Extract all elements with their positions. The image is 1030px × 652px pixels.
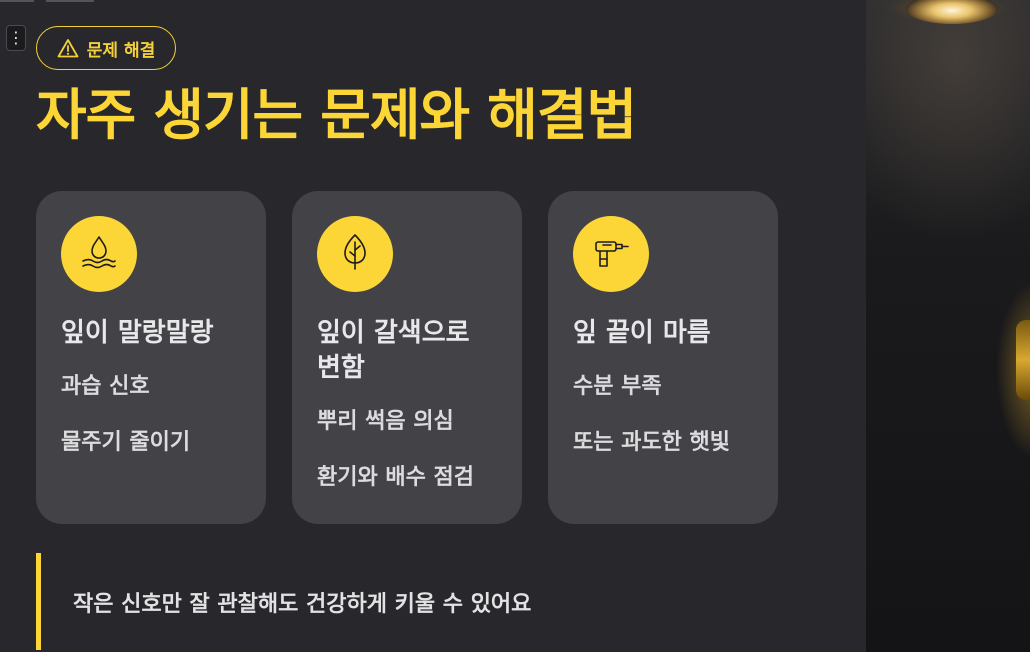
- badge-label: 문제 해결: [86, 40, 156, 61]
- card-title: 잎이 갈색으로 변함: [317, 318, 470, 383]
- tab-stub[interactable]: [0, 0, 34, 2]
- more-menu-button[interactable]: ⋮: [6, 25, 26, 51]
- problem-card-brown-leaves: 잎이 갈색으로 변함 뿌리 썩음 의심 환기와 배수 점검: [292, 191, 522, 524]
- slide-panel: ⋮ 문제 해결 자주 생기는 문제와 해결법 잎이 말랑말랑 과습 신호 물주기: [0, 0, 778, 650]
- tab-stub[interactable]: [46, 0, 94, 2]
- card-title: 잎 끝이 마름: [573, 318, 711, 348]
- background-photo: [866, 0, 1030, 652]
- tip-quote-text: 작은 신호만 잘 관찰해도 건강하게 키울 수 있어요: [73, 591, 532, 617]
- section-badge: 문제 해결: [36, 26, 176, 70]
- photo-object: [1016, 320, 1030, 400]
- card-line: 또는 과도한 햇빛: [573, 430, 730, 455]
- page-title: 자주 생기는 문제와 해결법: [36, 83, 637, 147]
- card-line: 뿌리 썩음 의심: [317, 409, 454, 434]
- card-icon-circle: [573, 216, 649, 292]
- more-vertical-icon: ⋮: [8, 28, 24, 47]
- tip-quote: 작은 신호만 잘 관찰해도 건강하게 키울 수 있어요: [36, 553, 736, 650]
- card-icon-circle: [317, 216, 393, 292]
- leaf-icon: [335, 232, 375, 276]
- warning-icon: [57, 38, 79, 58]
- card-icon-circle: [61, 216, 137, 292]
- lamp-light: [906, 0, 998, 24]
- water-drop-icon: [79, 232, 119, 276]
- drill-icon: [591, 232, 631, 276]
- card-line: 수분 부족: [573, 374, 662, 399]
- card-line: 과습 신호: [61, 374, 150, 399]
- card-line: 환기와 배수 점검: [317, 465, 474, 490]
- problem-card-dry-tips: 잎 끝이 마름 수분 부족 또는 과도한 햇빛: [548, 191, 778, 524]
- problem-card-soft-leaves: 잎이 말랑말랑 과습 신호 물주기 줄이기: [36, 191, 266, 524]
- card-line: 물주기 줄이기: [61, 430, 191, 455]
- card-title: 잎이 말랑말랑: [61, 318, 214, 348]
